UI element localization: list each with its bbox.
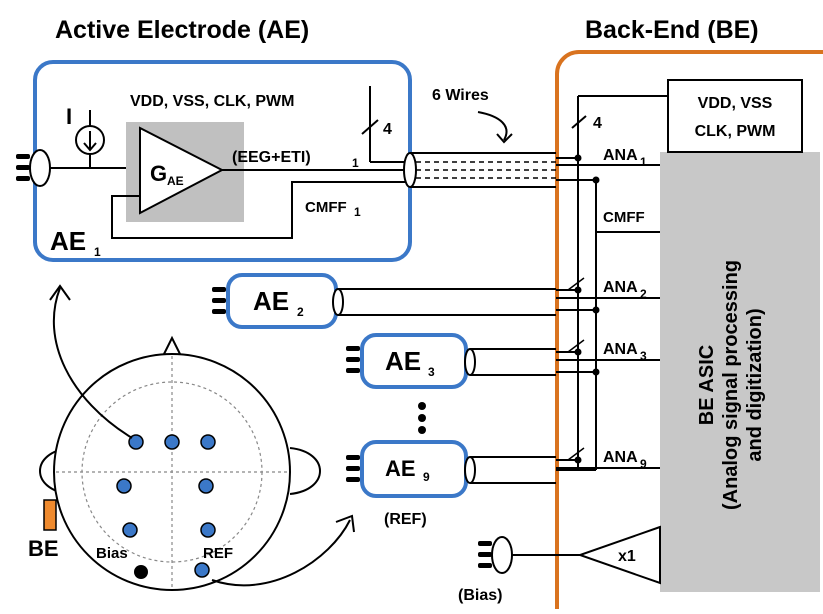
ae9-label-sub: 9 <box>423 470 430 484</box>
cable-pointer-arrow <box>477 111 508 141</box>
ae3-prong <box>346 368 360 373</box>
ae3-prong <box>346 357 360 362</box>
signal-label: (EEG+ETI) <box>232 149 311 166</box>
ana3-label: ANA <box>603 341 638 358</box>
be-supply-box <box>667 79 803 153</box>
bias-electrode-prong <box>478 541 492 546</box>
scalp-electrode <box>116 478 132 494</box>
scalp-electrode-ref <box>194 562 210 578</box>
bias-electrode-icon <box>491 536 513 574</box>
amp-label-sub: AE <box>167 174 184 188</box>
bus-tick <box>567 447 585 461</box>
ae9-prong <box>346 455 360 460</box>
ae9-prong <box>346 477 360 482</box>
head-nose <box>161 335 183 359</box>
cable-end-left <box>403 152 417 188</box>
head-bias-label: Bias <box>96 545 128 562</box>
ae9-label: AE <box>385 456 416 481</box>
arrow-ref-to-ae9-tip <box>335 514 355 533</box>
ae2-label-sub: 2 <box>297 305 304 319</box>
ae1-electrode-prong <box>16 165 30 170</box>
be-asic-block <box>660 152 820 592</box>
scalp-electrode <box>200 434 216 450</box>
cmff-feedback-line <box>111 181 410 239</box>
ae2-prong <box>212 287 226 292</box>
scalp-electrode <box>198 478 214 494</box>
ae2-prong <box>212 298 226 303</box>
ae1-electrode-prong <box>16 176 30 181</box>
back-end-box <box>555 50 823 614</box>
title-back-end: Back-End (BE) <box>585 16 759 44</box>
amp-label: G <box>150 161 167 186</box>
asic-label-group: BE ASIC (Analog signal processing and di… <box>696 260 766 510</box>
scalp-electrode-bias <box>134 565 148 579</box>
ae2-prong <box>212 309 226 314</box>
bias-buffer-label: x1 <box>618 548 636 565</box>
ana1-label: ANA <box>603 147 638 164</box>
ref-label-ae9: (REF) <box>384 511 427 528</box>
bias-electrode-prong <box>478 563 492 568</box>
ana9-sub: 9 <box>640 457 647 471</box>
cmff1-label: CMFF <box>305 199 347 216</box>
asic-label-line2: (Analog signal processing <box>720 260 742 510</box>
current-source-label: I <box>66 104 72 129</box>
ae3-label: AE <box>385 346 421 376</box>
ae2-cable-end <box>332 288 344 316</box>
ana9-label: ANA <box>603 449 638 466</box>
scalp-electrode <box>200 522 216 538</box>
arrow-head-to-ae1 <box>52 287 133 439</box>
ae1-bus-width: 4 <box>383 121 392 138</box>
ae1-supply-label: VDD, VSS, CLK, PWM <box>130 93 294 110</box>
bias-label: (Bias) <box>458 587 502 604</box>
arrow-head-to-ae1-tip <box>49 284 71 301</box>
ellipsis-dot <box>418 426 426 434</box>
head-ref-label: REF <box>203 545 233 562</box>
ana2-label: ANA <box>603 279 638 296</box>
signal-label-sub: 1 <box>352 156 359 170</box>
ellipsis-dot <box>418 414 426 422</box>
ae9-cable-end <box>464 456 476 484</box>
ae1-name: AE <box>50 226 86 256</box>
head-ear-right <box>289 447 321 495</box>
be-supply-tick <box>571 115 587 129</box>
ae1-electrode-prong <box>16 154 30 159</box>
be-patch <box>43 499 57 531</box>
cable-pointer-arrow-head <box>496 133 513 144</box>
asic-label-line1: BE ASIC <box>696 345 718 425</box>
ae3-cable-end <box>464 348 476 376</box>
ellipsis-dot <box>418 402 426 410</box>
ae3-prong <box>346 346 360 351</box>
amplifier-gae <box>139 126 225 215</box>
ae9-prong <box>346 466 360 471</box>
bias-buffer <box>576 525 661 585</box>
be-supply-line1: VDD, VSS <box>698 95 773 112</box>
cmff-label: CMFF <box>603 209 645 226</box>
ana2-sub: 2 <box>640 287 647 301</box>
arrow-ref-to-ae9 <box>211 519 351 587</box>
current-arrow-head <box>83 142 97 152</box>
ae1-electrode-icon <box>29 149 51 187</box>
be-patch-label: BE <box>28 536 59 561</box>
ae1-name-sub: 1 <box>94 245 101 259</box>
ae1-supply-tick <box>361 119 379 135</box>
bus-tick <box>567 277 585 291</box>
be-supply-line2: CLK, PWM <box>695 123 776 140</box>
scalp-electrode <box>122 522 138 538</box>
ae2-label: AE <box>253 286 289 316</box>
bus-tick <box>567 339 585 353</box>
scalp-electrode <box>164 434 180 450</box>
cable-label: 6 Wires <box>432 87 489 104</box>
ae3-label-sub: 3 <box>428 365 435 379</box>
ana1-sub: 1 <box>640 155 647 169</box>
be-bus-width: 4 <box>593 115 602 132</box>
asic-label-line3: and digitization) <box>744 308 766 461</box>
cmff1-sub: 1 <box>354 205 361 219</box>
title-active-electrode: Active Electrode (AE) <box>55 16 309 44</box>
bias-electrode-prong <box>478 552 492 557</box>
scalp-electrode <box>128 434 144 450</box>
ana3-sub: 3 <box>640 349 647 363</box>
